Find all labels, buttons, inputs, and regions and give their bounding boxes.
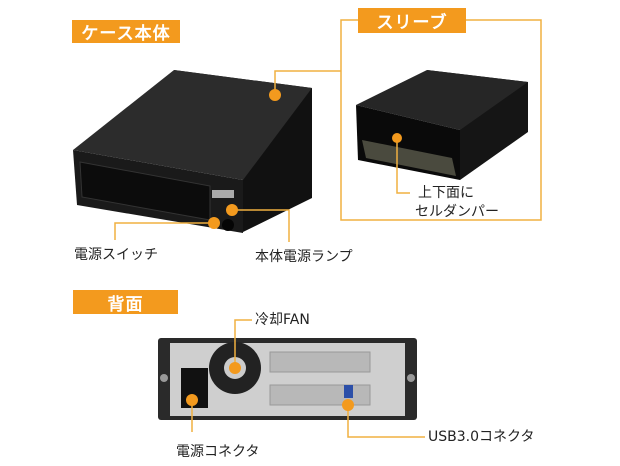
sleeve-tag: スリーブ — [358, 8, 466, 33]
back-tag: 背面 — [73, 290, 178, 315]
sleeve-image — [356, 70, 528, 180]
callout-lines — [114, 70, 425, 438]
sleeve-damper-label-2: セルダンパー — [415, 204, 499, 220]
cooling-fan-label: 冷却FAN — [255, 312, 310, 328]
sleeve-frame — [340, 19, 542, 221]
case-body-image — [73, 70, 312, 233]
logo-badge — [212, 190, 234, 198]
back-panel-image — [158, 338, 417, 420]
case-body-tag: ケース本体 — [72, 20, 180, 44]
power-connector-label: 電源コネクタ — [176, 444, 260, 460]
power-switch-label: 電源スイッチ — [74, 247, 158, 263]
callout-dots — [186, 89, 402, 411]
usb-connector-label: USB3.0コネクタ — [428, 429, 535, 445]
power-lamp-label: 本体電源ランプ — [255, 249, 353, 265]
sleeve-damper-label-1: 上下面に — [418, 185, 474, 201]
